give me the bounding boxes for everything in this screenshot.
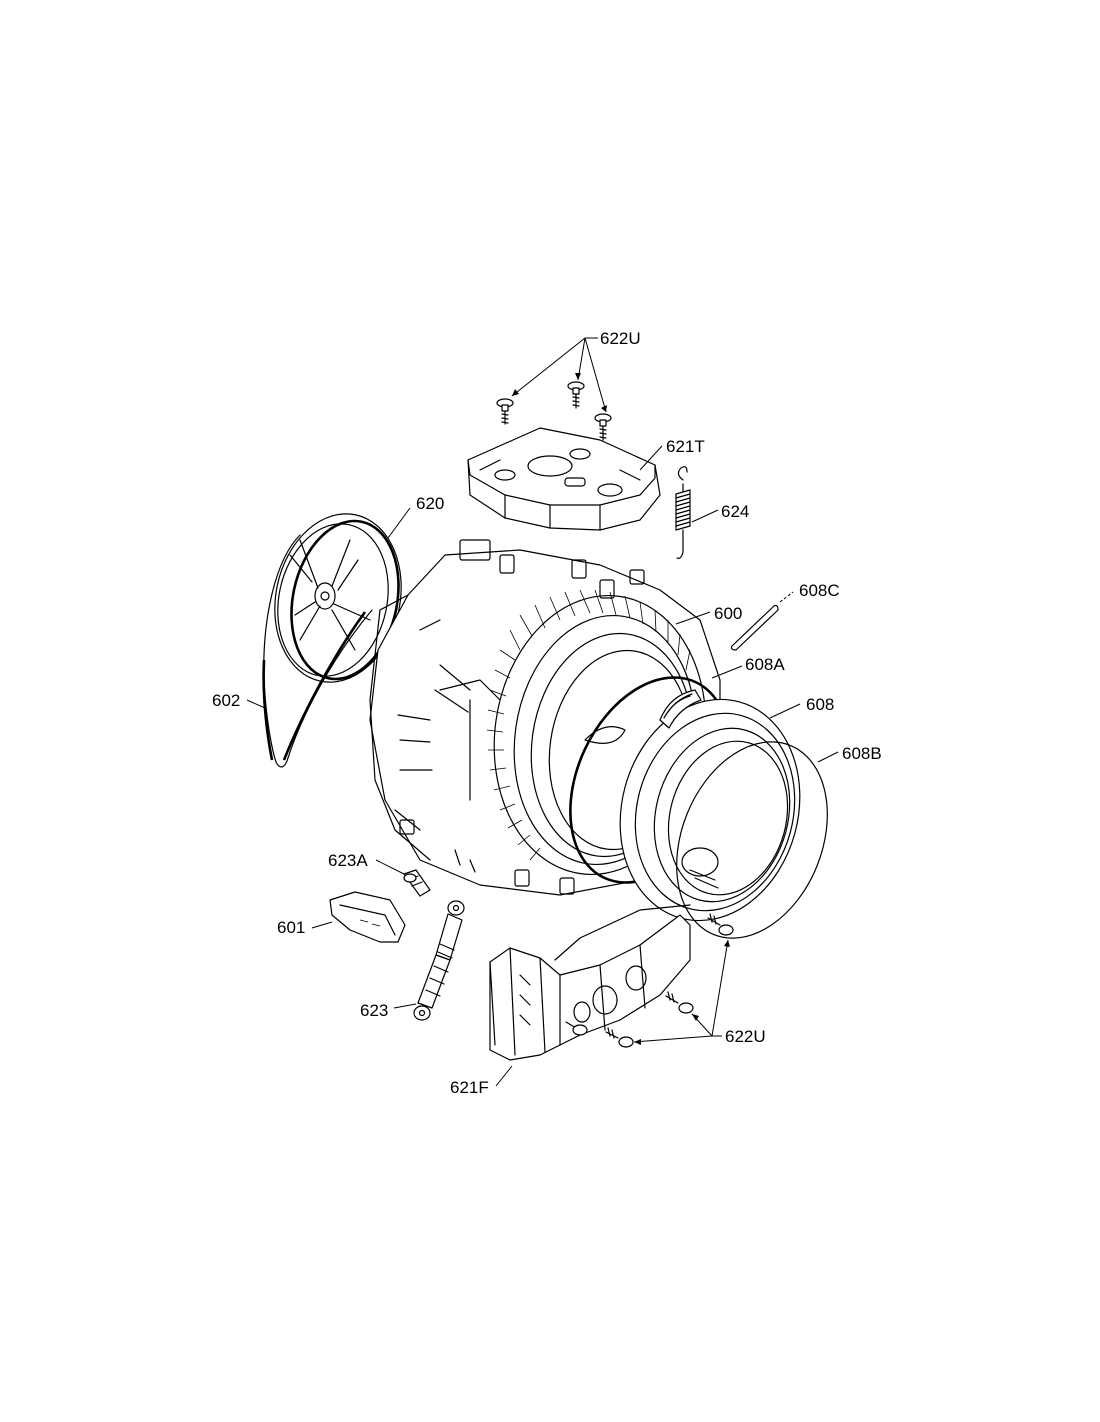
- screw-top-right: [594, 413, 612, 441]
- label-608: 608: [806, 695, 834, 714]
- leader-608b: [817, 751, 839, 763]
- screw-top-left: [496, 398, 514, 425]
- arrow-head: [575, 373, 581, 380]
- label-622u-bottom: 622U: [725, 1027, 766, 1046]
- arrow-head: [512, 389, 519, 396]
- leader-621t: [639, 445, 663, 471]
- leader-608: [769, 703, 801, 719]
- shock-absorber-623: [413, 900, 465, 1021]
- label-620: 620: [416, 494, 444, 513]
- door-seal-608: [619, 689, 801, 922]
- bottom-screws-622u: [565, 913, 734, 1048]
- leader-601: [311, 921, 333, 929]
- screw-bottom-1: [707, 913, 734, 936]
- leader-622u-top: [511, 337, 607, 413]
- screw-bottom-2: [665, 991, 694, 1014]
- label-623a: 623A: [328, 851, 368, 870]
- drive-belt-602: [262, 534, 373, 768]
- label-608a: 608A: [745, 655, 785, 674]
- label-623: 623: [360, 1001, 388, 1020]
- label-608b: 608B: [842, 744, 882, 763]
- label-608c: 608C: [799, 581, 840, 600]
- leader-620: [387, 507, 411, 539]
- leader-608a: [711, 665, 743, 679]
- leader-600: [675, 611, 711, 625]
- pin-623a: [403, 869, 431, 897]
- top-screws-622u: [496, 337, 612, 441]
- leader-623a: [375, 859, 405, 875]
- front-counterweight-621f: [489, 904, 691, 1061]
- leader-624: [691, 509, 719, 523]
- label-601: 601: [277, 918, 305, 937]
- arrow-head: [634, 1039, 641, 1045]
- label-621f: 621F: [450, 1078, 489, 1097]
- arrow-head: [601, 405, 607, 412]
- label-600: 600: [714, 604, 742, 623]
- label-602: 602: [212, 691, 240, 710]
- drum-pulley-620: [274, 513, 402, 683]
- leader-623: [393, 1003, 417, 1009]
- screw-bottom-3: [565, 1021, 588, 1036]
- label-624: 624: [721, 502, 749, 521]
- label-621t: 621T: [666, 437, 705, 456]
- screw-top-middle: [567, 381, 585, 409]
- leader-602: [246, 699, 266, 709]
- label-622u-top: 622U: [600, 329, 641, 348]
- arrow-head: [692, 1014, 699, 1021]
- leader-621f: [495, 1065, 513, 1087]
- leader-622u-bottom: [633, 939, 729, 1043]
- top-counterweight-621t: [467, 427, 661, 531]
- side-part-601: [329, 891, 406, 943]
- spring-624: [675, 466, 691, 559]
- screw-bottom-4: [605, 1027, 634, 1048]
- clamp-ring-608b: [676, 741, 828, 939]
- arrow-head: [724, 940, 730, 947]
- clamp-wire-608c: [730, 591, 794, 651]
